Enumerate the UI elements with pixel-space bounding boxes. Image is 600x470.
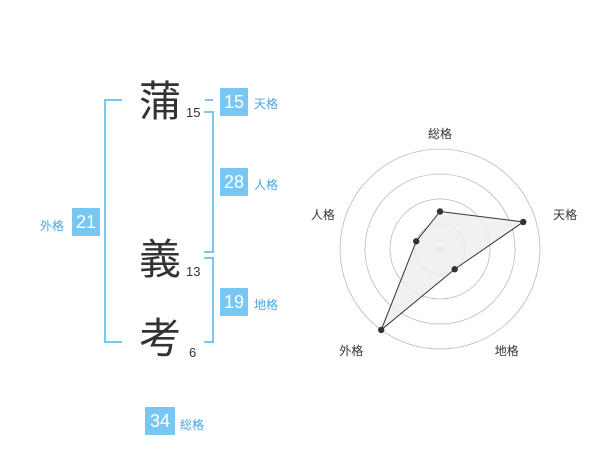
radar-axis-label-0: 総格 xyxy=(428,127,453,141)
chikaku-bracket xyxy=(204,257,214,343)
name-char-1: 蒲 xyxy=(139,77,182,126)
radar-point-1 xyxy=(520,218,527,226)
radar-series-polygon xyxy=(380,210,525,331)
radar-ring xyxy=(414,223,466,275)
radar-ring xyxy=(364,173,516,325)
radar-axis-label-3: 外格 xyxy=(339,343,364,358)
radar-axis-label-4: 人格 xyxy=(310,208,335,223)
radar-axis-label-1: 天格 xyxy=(553,208,578,223)
tenkaku-label: 天格 xyxy=(254,97,279,111)
radar-center xyxy=(437,246,443,252)
gaikaku-bracket xyxy=(104,99,122,343)
name-char-3-strokes: 6 xyxy=(189,345,197,360)
name-char-3: 考 xyxy=(139,314,182,363)
radar-ring xyxy=(339,148,541,350)
gaikaku-value: 21 xyxy=(72,208,100,236)
radar-point-2 xyxy=(451,266,458,273)
tenkaku-value: 15 xyxy=(220,88,248,116)
radar-point-4 xyxy=(413,238,420,245)
chikaku-label: 地格 xyxy=(254,298,279,312)
jinkaku-value: 28 xyxy=(220,168,248,196)
chikaku-value: 19 xyxy=(220,288,248,316)
jinkaku-label: 人格 xyxy=(254,178,279,192)
soukaku-label: 総格 xyxy=(180,418,205,432)
radar-ring xyxy=(389,198,491,300)
name-char-2-strokes: 13 xyxy=(186,264,201,279)
radar-point-3 xyxy=(378,326,385,334)
name-char-2: 義 xyxy=(139,235,182,284)
radar-axis-label-2: 地格 xyxy=(494,343,519,358)
jinkaku-bracket xyxy=(204,111,214,253)
soukaku-value: 34 xyxy=(145,407,175,435)
tenkaku-bracket xyxy=(205,99,213,101)
radar-point-0 xyxy=(436,208,444,215)
name-char-1-strokes: 15 xyxy=(186,105,201,120)
gaikaku-label: 外格 xyxy=(40,219,65,233)
